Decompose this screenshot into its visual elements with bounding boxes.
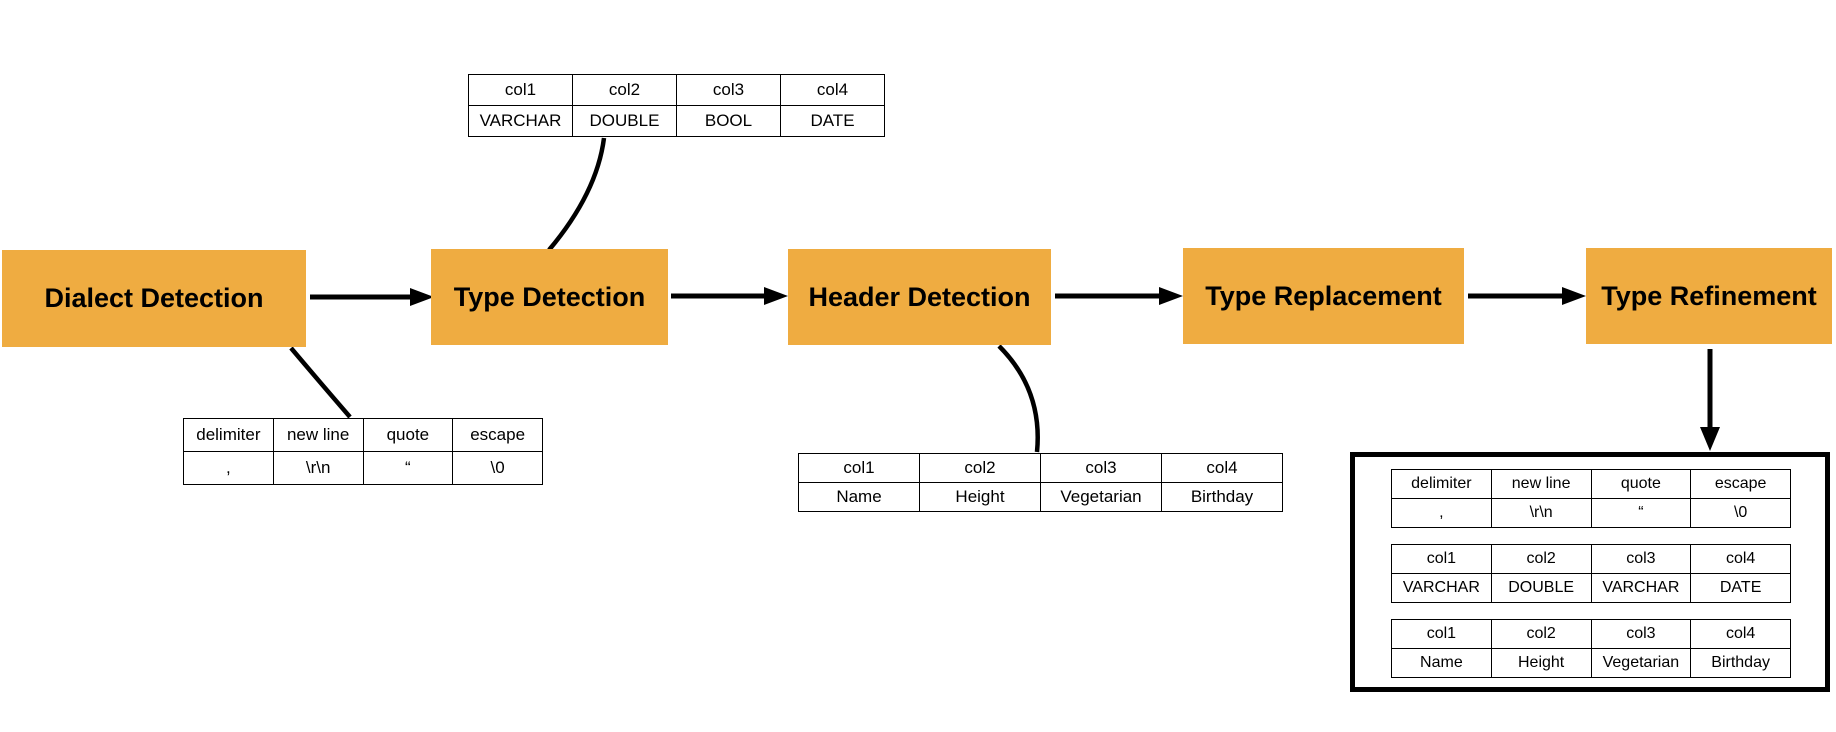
- header-cell: col4: [1161, 453, 1283, 483]
- table-header-row: col1 col2 col3 col4: [468, 74, 885, 106]
- header-cell: new line: [272, 418, 364, 452]
- header-cell: delimiter: [1391, 469, 1492, 499]
- value-cell: Vegetarian: [1040, 482, 1162, 512]
- value-cell: \r\n: [272, 451, 364, 485]
- header-cell: col2: [572, 74, 677, 106]
- table-header-row: col1 col2 col3 col4: [798, 453, 1283, 483]
- table-header-row: col1 col2 col3 col4: [1391, 619, 1791, 649]
- value-cell: DATE: [780, 105, 885, 137]
- header-cell: col2: [1490, 619, 1592, 649]
- value-cell: VARCHAR: [1590, 573, 1692, 603]
- value-cell: ,: [1391, 498, 1492, 528]
- value-cell: Height: [919, 482, 1041, 512]
- value-cell: \0: [1690, 498, 1791, 528]
- final-result-panel: delimiter new line quote escape , \r\n “…: [1350, 452, 1830, 692]
- stage-dialect-detection: Dialect Detection: [2, 250, 306, 347]
- value-cell: Name: [1391, 648, 1492, 678]
- value-cell: Vegetarian: [1590, 648, 1692, 678]
- result-dialect-table: delimiter new line quote escape , \r\n “…: [1391, 469, 1791, 528]
- stage-type-detection: Type Detection: [431, 249, 668, 345]
- header-cell: col2: [1490, 544, 1592, 574]
- value-cell: Height: [1490, 648, 1592, 678]
- header-cell: col2: [919, 453, 1041, 483]
- header-cell: col4: [1690, 619, 1791, 649]
- value-cell: DATE: [1690, 573, 1791, 603]
- value-cell: ,: [183, 451, 274, 485]
- header-cell: col3: [676, 74, 781, 106]
- header-cell: col4: [780, 74, 885, 106]
- value-cell: VARCHAR: [468, 105, 573, 137]
- table-value-row: Name Height Vegetarian Birthday: [798, 482, 1283, 512]
- header-cell: col1: [1391, 619, 1492, 649]
- stage-type-refinement: Type Refinement: [1586, 248, 1832, 344]
- header-cell: col3: [1590, 544, 1692, 574]
- header-cell: quote: [362, 418, 454, 452]
- result-types-table: col1 col2 col3 col4 VARCHAR DOUBLE VARCH…: [1391, 544, 1791, 603]
- value-cell: VARCHAR: [1391, 573, 1492, 603]
- table-value-row: VARCHAR DOUBLE VARCHAR DATE: [1391, 573, 1791, 603]
- header-cell: quote: [1590, 469, 1692, 499]
- table-header-row: delimiter new line quote escape: [183, 418, 543, 452]
- connector-header-to-header-table: [997, 344, 1040, 453]
- connector-dialect-to-dialect-table: [289, 346, 352, 419]
- value-cell: Birthday: [1690, 648, 1791, 678]
- header-cell: new line: [1490, 469, 1592, 499]
- table-value-row: VARCHAR DOUBLE BOOL DATE: [468, 105, 885, 137]
- arrowhead-header-to-replacement: [1159, 287, 1183, 305]
- header-cell: col1: [1391, 544, 1492, 574]
- header-cell: escape: [1690, 469, 1791, 499]
- header-detection-output-table: col1 col2 col3 col4 Name Height Vegetari…: [798, 453, 1283, 512]
- value-cell: \r\n: [1490, 498, 1592, 528]
- type-detection-output-table: col1 col2 col3 col4 VARCHAR DOUBLE BOOL …: [468, 74, 885, 137]
- value-cell: “: [1590, 498, 1692, 528]
- table-value-row: , \r\n “ \0: [183, 451, 543, 485]
- header-cell: col4: [1690, 544, 1791, 574]
- result-header-table: col1 col2 col3 col4 Name Height Vegetari…: [1391, 619, 1791, 678]
- header-cell: delimiter: [183, 418, 274, 452]
- value-cell: Birthday: [1161, 482, 1283, 512]
- header-cell: col3: [1590, 619, 1692, 649]
- table-value-row: , \r\n “ \0: [1391, 498, 1791, 528]
- connector-type-to-type-table: [547, 137, 607, 252]
- value-cell: DOUBLE: [1490, 573, 1592, 603]
- value-cell: “: [362, 451, 454, 485]
- dialect-detection-output-table: delimiter new line quote escape , \r\n “…: [183, 418, 543, 485]
- header-cell: col1: [798, 453, 920, 483]
- header-cell: col3: [1040, 453, 1162, 483]
- value-cell: BOOL: [676, 105, 781, 137]
- value-cell: \0: [452, 451, 543, 485]
- table-header-row: delimiter new line quote escape: [1391, 469, 1791, 499]
- arrowhead-replacement-to-refinement: [1562, 287, 1586, 305]
- header-cell: escape: [452, 418, 543, 452]
- value-cell: Name: [798, 482, 920, 512]
- stage-type-replacement: Type Replacement: [1183, 248, 1464, 344]
- value-cell: DOUBLE: [572, 105, 677, 137]
- table-value-row: Name Height Vegetarian Birthday: [1391, 648, 1791, 678]
- arrowhead-type-to-header: [764, 287, 788, 305]
- header-cell: col1: [468, 74, 573, 106]
- stage-header-detection: Header Detection: [788, 249, 1051, 345]
- arrowhead-refinement-to-result: [1700, 427, 1720, 451]
- table-header-row: col1 col2 col3 col4: [1391, 544, 1791, 574]
